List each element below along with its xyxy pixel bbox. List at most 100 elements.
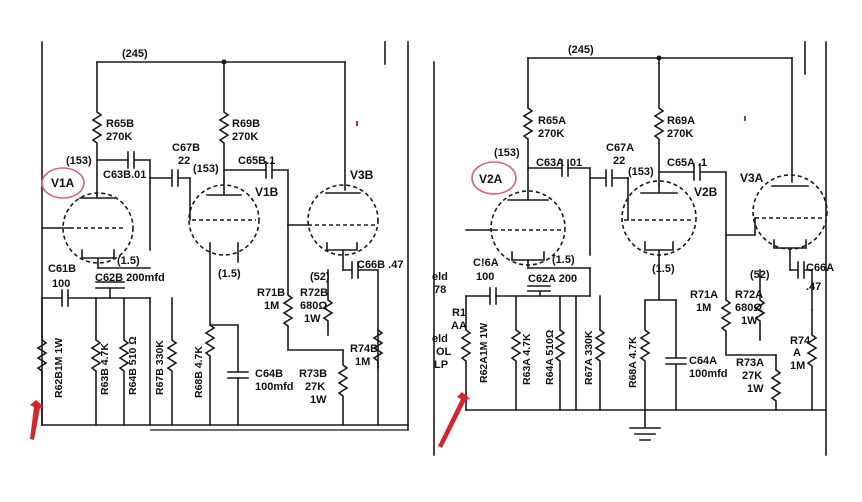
right-r74-value: 1M bbox=[790, 360, 805, 372]
right-r71-resistor bbox=[720, 234, 777, 356]
right-r68-resistor bbox=[639, 299, 677, 411]
left-c61-value: 100 bbox=[52, 278, 70, 290]
right-r72-watt: 1W bbox=[741, 315, 758, 327]
left-r67-resistor bbox=[166, 297, 178, 426]
right-r64-resistor bbox=[554, 295, 566, 411]
left-panel: (245) R65B 270K R69B 270K (153) C63B.01 … bbox=[30, 41, 409, 440]
left-node-15a: (1.5) bbox=[117, 255, 140, 267]
left-node-153b: (153) bbox=[193, 163, 219, 175]
right-r63-resistor bbox=[510, 295, 522, 411]
right-tube-v2a-plate bbox=[507, 167, 549, 201]
left-c61-name: C61B bbox=[48, 263, 76, 275]
right-r68-label: R68A 4.7K bbox=[627, 336, 639, 388]
left-node-15b: (1.5) bbox=[218, 268, 241, 280]
left-r73-value: 27K bbox=[305, 381, 325, 393]
right-c61-name: C!6A bbox=[473, 257, 499, 269]
left-r71-resistor bbox=[282, 224, 344, 351]
left-r63-resistor bbox=[90, 297, 102, 426]
left-r69-resistor bbox=[218, 61, 230, 181]
right-tube2-label: V2B bbox=[694, 185, 718, 199]
left-r73-watt: 1W bbox=[310, 394, 327, 406]
left-r72-value: 680Ω bbox=[300, 300, 327, 312]
right-node-15b: (1.5) bbox=[652, 263, 675, 275]
right-r64-label: R64A 510Ω bbox=[544, 330, 556, 385]
left-r68-resistor bbox=[204, 251, 216, 426]
right-c61-capacitor bbox=[465, 287, 591, 305]
left-c64-name: C64B bbox=[255, 368, 283, 380]
left-r62-resistor bbox=[36, 297, 48, 426]
right-r72-resistor bbox=[754, 269, 766, 341]
right-c66-name: C66A bbox=[806, 262, 834, 274]
left-r73-name: R73B bbox=[299, 368, 327, 380]
left-r64-resistor bbox=[118, 297, 130, 426]
right-edge-text-7: LP bbox=[434, 359, 448, 371]
left-red-mark bbox=[356, 121, 358, 126]
left-r67-label: R67B 330K bbox=[154, 340, 166, 395]
left-r71-value: 1M bbox=[264, 300, 279, 312]
left-r64-label: R64B 510 Ω bbox=[127, 336, 139, 395]
right-r71-value: 1M bbox=[696, 302, 711, 314]
left-c62-label: C62B 200mfd bbox=[95, 272, 165, 284]
right-tube-v3a-grid-wire bbox=[725, 217, 756, 236]
right-r63-label: R63A 4.7K bbox=[521, 333, 533, 385]
right-c66-value: .47 bbox=[806, 281, 821, 293]
right-r69-name: R69A bbox=[667, 115, 695, 127]
right-c65-capacitor bbox=[658, 163, 727, 236]
right-r73-name: R73A bbox=[736, 357, 764, 369]
right-tube1-label: V2A bbox=[479, 172, 503, 186]
right-c62-capacitor bbox=[527, 285, 551, 297]
left-tube-v3b bbox=[307, 184, 379, 256]
right-r62-resistor bbox=[460, 295, 472, 411]
left-r71-name: R71B bbox=[257, 287, 285, 299]
left-c64-value: 100mfd bbox=[255, 381, 294, 393]
left-r63-label: R63B 4.7K bbox=[99, 343, 111, 395]
left-tube-v1a bbox=[62, 192, 134, 264]
right-c64-name: C64A bbox=[689, 355, 717, 367]
right-r62-label: R62A1M 1W bbox=[478, 323, 490, 383]
right-r72-value: 680Ω bbox=[735, 302, 762, 314]
right-r65-value: 270K bbox=[538, 128, 564, 140]
right-r65-name: R65A bbox=[538, 115, 566, 127]
left-r68-label: R68B 4.7K bbox=[193, 346, 205, 398]
right-c64-value: 100mfd bbox=[689, 368, 728, 380]
left-r72-watt: 1W bbox=[304, 313, 321, 325]
left-tube-v1a-cathode bbox=[81, 249, 115, 269]
left-r72-name: R72B bbox=[300, 287, 328, 299]
left-tube-v3b-plate bbox=[325, 61, 361, 194]
left-r65-resistor bbox=[91, 61, 103, 161]
left-c65-label: C65B.1 bbox=[238, 155, 275, 167]
right-r69-value: 270K bbox=[667, 128, 693, 140]
right-c67-name: C67A bbox=[606, 142, 634, 154]
left-node-52: (52) bbox=[310, 271, 330, 283]
left-r65-value: 270K bbox=[106, 131, 132, 143]
right-c63-capacitor bbox=[527, 159, 591, 256]
left-r74-resistor bbox=[372, 328, 384, 369]
right-r72-name: R72A bbox=[735, 289, 763, 301]
left-r69-name: R69B bbox=[232, 118, 260, 130]
right-red-arrow bbox=[438, 392, 470, 448]
right-tube-v2b-cathode bbox=[644, 241, 674, 301]
right-bus-wire bbox=[575, 267, 591, 411]
left-c65-capacitor bbox=[223, 161, 289, 226]
right-r69-resistor bbox=[653, 57, 665, 186]
left-c61-capacitor bbox=[41, 289, 151, 307]
right-tube3-label: V3A bbox=[740, 171, 764, 185]
left-tube-v1a-plate bbox=[79, 194, 117, 199]
left-tube-v1b-cathode bbox=[209, 242, 239, 263]
left-r62-label: R62B1M 1W bbox=[53, 338, 65, 398]
left-c67-capacitor bbox=[149, 169, 191, 187]
right-edge-text-6: OL bbox=[436, 346, 452, 358]
right-r74-a: A bbox=[793, 347, 801, 359]
left-r74-name: R74B bbox=[350, 343, 378, 355]
right-panel: (245) R65A 270K R69A 270K (153) V2A C63A… bbox=[432, 41, 834, 456]
right-node-15a: (1.5) bbox=[552, 254, 575, 266]
right-r71-name: R71A bbox=[690, 289, 718, 301]
right-edge-text-4: AA bbox=[451, 320, 467, 332]
right-tube-v2b-plate bbox=[640, 184, 678, 194]
right-node-153a: (153) bbox=[494, 147, 520, 159]
right-node-153b: (153) bbox=[628, 166, 654, 178]
right-edge-text-5: eld bbox=[432, 333, 448, 345]
right-c65-label: C65A .1 bbox=[667, 157, 707, 169]
right-edge-text-2: 78 bbox=[434, 284, 446, 296]
